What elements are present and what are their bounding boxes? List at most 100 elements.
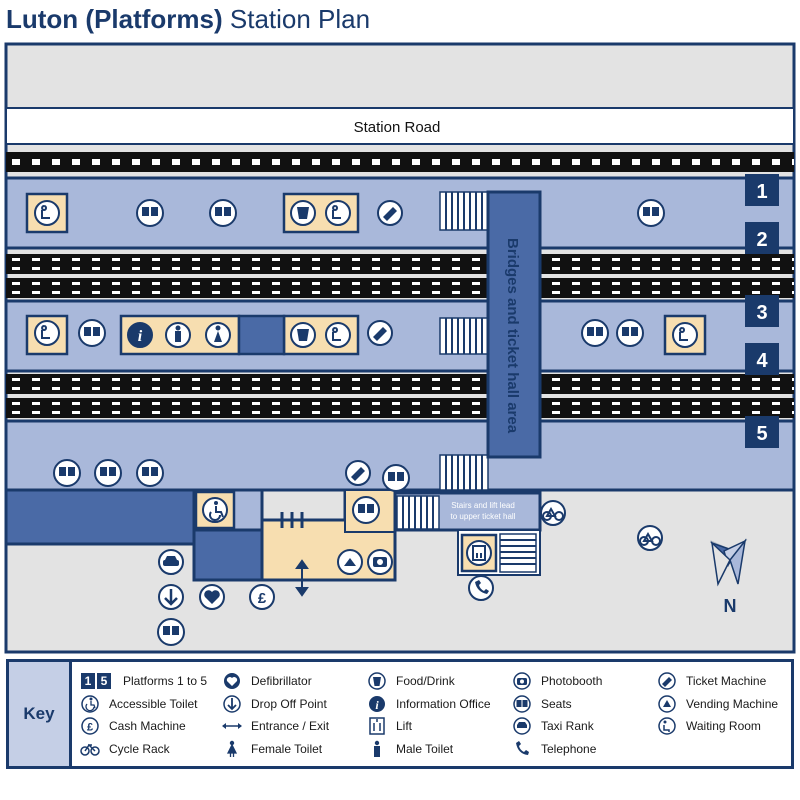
seats-icon [352,496,380,524]
vending-machine-icon [656,695,678,713]
waiting-room-icon [325,322,351,348]
accessible-toilet-icon [202,497,228,523]
key-item: Male Toilet [366,738,491,761]
key-item: Seats [511,693,602,716]
food-drink-icon [290,322,316,348]
waiting-room-icon [34,200,60,226]
svg-text:i: i [375,698,379,712]
ticket-machine-icon [345,460,371,486]
key-item: Entrance / Exit [221,715,329,738]
svg-text:i: i [138,328,143,345]
page-title: Luton (Platforms) Station Plan [6,4,371,34]
cycle-rack-icon [540,500,566,526]
platform-number: 3 [756,302,767,324]
waiting-room-icon [325,200,351,226]
key-item: Vending Machine [656,693,778,716]
building-block [4,488,198,546]
key-column: Photobooth Seats Taxi Rank Telephone [511,670,602,760]
key-item: Female Toilet [221,738,329,761]
accessible-toilet-icon [79,695,101,713]
waiting-room-icon [672,322,698,348]
telephone-icon [511,740,533,758]
compass-north-label: N [724,596,737,616]
platform-number: 5 [756,423,767,445]
stairs-note-line2: to upper ticket hall [451,512,516,521]
vending-machine-icon [337,549,363,575]
drop-off-point-icon [158,584,184,610]
key-column: Defibrillator Drop Off Point Entrance / … [221,670,329,760]
photobooth-icon [367,549,393,575]
photobooth-icon [511,672,533,690]
ticket-gates [280,512,304,528]
cycle-rack-icon [637,525,663,551]
key-column: Ticket Machine Vending Machine Waiting R… [656,670,778,738]
information-office-icon: i [127,322,153,348]
key-item: Taxi Rank [511,715,602,738]
bridge-label: Bridges and ticket hall area [504,238,521,434]
entrance-exit-icon [221,717,243,735]
key-item: Accessible Toilet [79,693,207,716]
telephone-icon [468,575,494,601]
entrance-exit-icon [295,559,309,597]
svg-text:£: £ [258,590,267,607]
key-item: Waiting Room [656,715,778,738]
key-item: Food/Drink [366,670,491,693]
platform-number: 2 [756,229,767,251]
seats-icon [94,459,122,487]
information-office-icon: i [366,695,388,713]
key-item: Cycle Rack [79,738,207,761]
drop-off-point-icon [221,695,243,713]
platform-3-4 [4,299,796,373]
platform-numbers: 1 2 3 4 5 [745,174,779,448]
seats-icon [581,319,609,347]
cash-machine-icon: £ [249,584,275,610]
taxi-rank-icon [511,717,533,735]
key-item: Defibrillator [221,670,329,693]
cash-machine-icon: £ [79,717,101,735]
lift-icon [466,540,492,566]
platform-number: 1 [756,181,767,203]
defibrillator-icon [221,672,243,690]
seats-icon [136,199,164,227]
compass-icon [709,538,748,587]
seats-icon [136,459,164,487]
seats-icon [616,319,644,347]
defibrillator-icon [199,584,225,610]
key-item: Ticket Machine [656,670,778,693]
seats-icon [511,695,533,713]
food-drink-icon [290,200,316,226]
seats-icon [78,319,106,347]
station-plan-map: Station Road Bridges and ticket hall are… [4,42,796,654]
male-toilet-icon [165,322,191,348]
ticket-machine-icon [656,672,678,690]
key-column: Food/Drink i Information Office Lift Mal… [366,670,491,760]
svg-text:£: £ [87,722,93,734]
seats-icon [382,464,410,492]
seats-icon [637,199,665,227]
food-drink-icon [366,672,388,690]
seats-icon [157,618,185,646]
seats-icon [53,459,81,487]
seats-icon [209,199,237,227]
cycle-rack-icon [79,740,101,758]
male-toilet-icon [366,740,388,758]
ticket-machine-icon [367,320,393,346]
key-item: Lift [366,715,491,738]
waiting-room-icon [656,717,678,735]
waiting-room-icon [34,320,60,346]
station-road [5,107,795,145]
taxi-rank-icon [158,549,184,575]
lift-icon [366,717,388,735]
station-road-label: Station Road [354,119,441,136]
key-item: Drop Off Point [221,693,329,716]
stairs-note-line1: Stairs and lift lead [451,501,515,510]
key-item: Telephone [511,738,602,761]
ticket-machine-icon [377,200,403,226]
key-item: Photobooth [511,670,602,693]
platform-number: 4 [756,350,768,372]
female-toilet-icon [205,322,231,348]
